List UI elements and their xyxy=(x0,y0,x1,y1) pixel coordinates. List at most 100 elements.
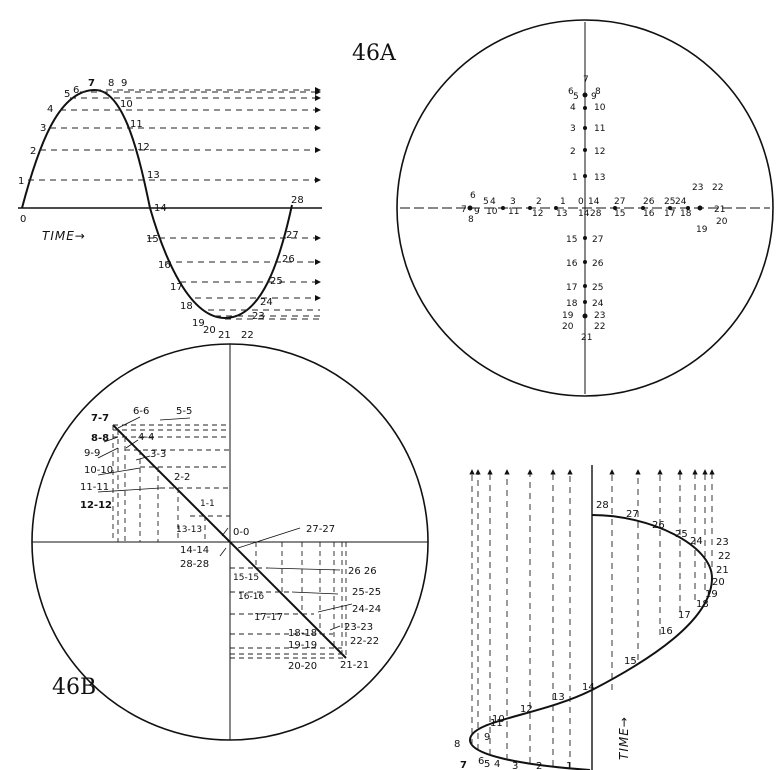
svg-text:2: 2 xyxy=(30,146,36,157)
svg-text:20: 20 xyxy=(562,322,574,332)
svg-text:26: 26 xyxy=(592,259,604,269)
svg-text:8: 8 xyxy=(108,78,114,89)
svg-text:27: 27 xyxy=(286,230,299,241)
svg-text:7: 7 xyxy=(461,205,467,215)
svg-text:25: 25 xyxy=(675,529,688,540)
svg-text:12: 12 xyxy=(520,704,533,715)
svg-text:12-12: 12-12 xyxy=(80,500,112,511)
svg-text:9-9: 9-9 xyxy=(84,448,100,459)
svg-text:6-6: 6-6 xyxy=(133,406,149,417)
svg-text:18: 18 xyxy=(680,209,692,219)
circle-a-outline xyxy=(396,19,774,397)
svg-text:22: 22 xyxy=(241,330,254,341)
svg-text:21-21: 21-21 xyxy=(340,660,369,671)
svg-text:14: 14 xyxy=(154,203,167,214)
svg-text:5: 5 xyxy=(573,92,579,102)
svg-text:24: 24 xyxy=(690,536,703,547)
svg-text:15: 15 xyxy=(146,234,159,245)
svg-text:28: 28 xyxy=(596,500,609,511)
svg-text:0: 0 xyxy=(578,197,584,207)
svg-text:17: 17 xyxy=(566,283,577,293)
svg-text:17: 17 xyxy=(664,209,675,219)
svg-text:25: 25 xyxy=(592,283,603,293)
svg-text:7: 7 xyxy=(583,75,589,85)
svg-text:11: 11 xyxy=(490,718,503,729)
svg-text:21: 21 xyxy=(716,565,729,576)
svg-text:26 26: 26 26 xyxy=(348,566,377,577)
svg-text:15: 15 xyxy=(566,235,577,245)
time-axis-label: TIME→ xyxy=(42,229,86,243)
svg-text:6: 6 xyxy=(478,756,484,767)
svg-text:22: 22 xyxy=(718,551,731,562)
svg-text:16: 16 xyxy=(660,626,673,637)
svg-text:15: 15 xyxy=(624,656,637,667)
svg-text:14: 14 xyxy=(578,209,590,219)
svg-text:22: 22 xyxy=(712,183,723,193)
svg-text:11: 11 xyxy=(594,124,605,134)
svg-text:28: 28 xyxy=(291,195,304,206)
svg-text:14: 14 xyxy=(588,197,600,207)
svg-text:11: 11 xyxy=(508,207,519,217)
svg-text:11: 11 xyxy=(130,119,143,130)
svg-text:12: 12 xyxy=(594,147,605,157)
svg-text:24-24: 24-24 xyxy=(352,604,381,615)
svg-text:10: 10 xyxy=(120,99,133,110)
figure-label-46a: 46A xyxy=(352,41,397,66)
svg-text:0-0: 0-0 xyxy=(233,527,249,538)
svg-text:24: 24 xyxy=(675,197,687,207)
svg-text:21: 21 xyxy=(218,330,231,341)
svg-text:3: 3 xyxy=(570,124,576,134)
sine-curve xyxy=(21,88,293,320)
svg-text:27-27: 27-27 xyxy=(306,524,335,535)
svg-text:4: 4 xyxy=(47,104,53,115)
svg-text:23: 23 xyxy=(594,311,605,321)
svg-text:2: 2 xyxy=(536,761,542,770)
svg-text:25-25: 25-25 xyxy=(352,587,381,598)
svg-text:15-15: 15-15 xyxy=(233,573,259,583)
svg-text:7-7: 7-7 xyxy=(91,413,109,424)
svg-text:13: 13 xyxy=(147,170,160,181)
svg-text:18-18: 18-18 xyxy=(288,628,317,639)
svg-text:20: 20 xyxy=(712,577,725,588)
svg-text:19: 19 xyxy=(705,589,718,600)
svg-text:4-4: 4-4 xyxy=(138,432,154,443)
svg-text:22-22: 22-22 xyxy=(350,636,379,647)
time-axis-label-rotated: TIME→ xyxy=(617,716,631,760)
svg-text:7: 7 xyxy=(460,760,467,770)
svg-text:8: 8 xyxy=(468,215,474,225)
svg-text:3-3: 3-3 xyxy=(150,449,166,460)
svg-text:9: 9 xyxy=(474,207,480,217)
wave-origin-label: 0 xyxy=(20,214,26,225)
svg-text:27: 27 xyxy=(614,197,625,207)
svg-text:10: 10 xyxy=(486,207,498,217)
svg-text:9: 9 xyxy=(484,732,490,743)
svg-text:1: 1 xyxy=(18,176,24,187)
svg-text:20: 20 xyxy=(203,325,216,336)
svg-text:11-11: 11-11 xyxy=(80,482,109,493)
svg-text:2-2: 2-2 xyxy=(174,472,190,483)
svg-text:13: 13 xyxy=(552,692,565,703)
svg-text:22: 22 xyxy=(594,322,605,332)
svg-text:16-16: 16-16 xyxy=(238,592,264,602)
svg-text:1-1: 1-1 xyxy=(200,499,215,509)
svg-text:18: 18 xyxy=(180,301,193,312)
svg-text:20-20: 20-20 xyxy=(288,661,317,672)
svg-text:13: 13 xyxy=(594,173,605,183)
svg-text:21: 21 xyxy=(714,205,725,215)
svg-text:18: 18 xyxy=(696,599,709,610)
svg-text:25: 25 xyxy=(270,276,283,287)
svg-text:12: 12 xyxy=(137,142,150,153)
svg-text:17-17: 17-17 xyxy=(254,612,283,623)
svg-text:17: 17 xyxy=(678,610,691,621)
svg-text:24: 24 xyxy=(592,299,604,309)
svg-text:3: 3 xyxy=(40,123,46,134)
svg-text:6: 6 xyxy=(470,191,476,201)
